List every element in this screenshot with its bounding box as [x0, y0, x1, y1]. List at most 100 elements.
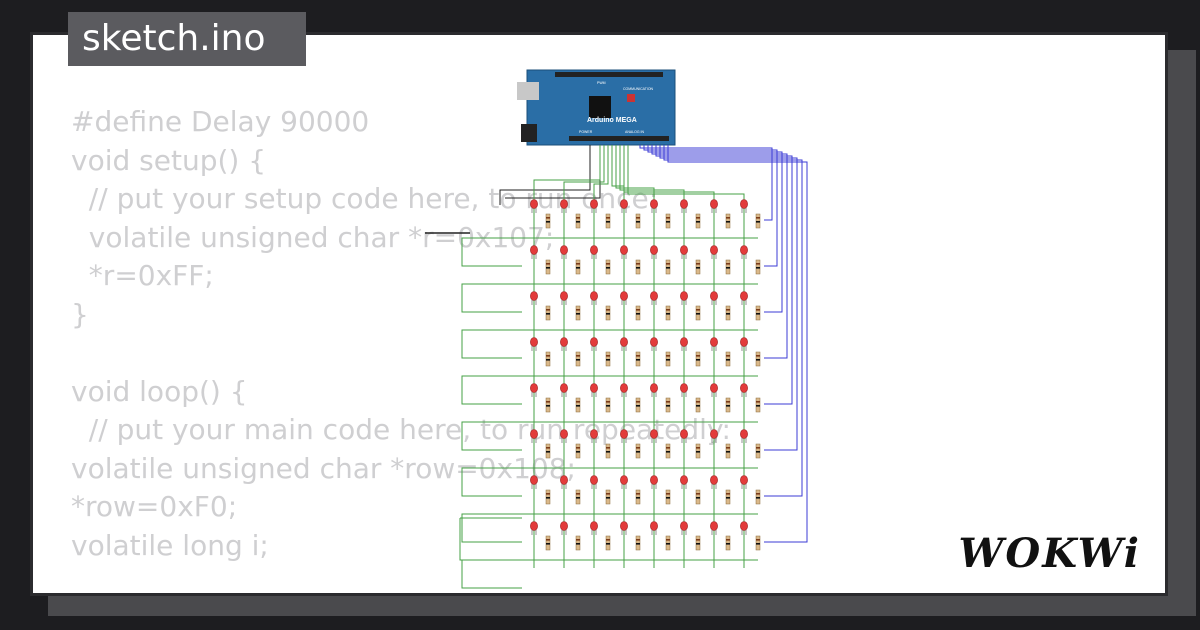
resistor-band: [606, 493, 610, 495]
resistor-band: [576, 451, 580, 453]
resistor-band: [636, 359, 640, 361]
wire-black: [499, 145, 591, 205]
resistor-band: [666, 355, 670, 357]
resistor-band: [666, 309, 670, 311]
col-wire: [627, 145, 745, 568]
resistor-band: [696, 543, 700, 545]
resistor-band: [666, 451, 670, 453]
resistor-band: [756, 217, 760, 219]
reset-button: [627, 94, 635, 102]
resistor-band: [756, 313, 760, 315]
resistor-band: [696, 217, 700, 219]
resistor-band: [666, 221, 670, 223]
resistor-band: [546, 543, 550, 545]
usb-connector: [517, 82, 539, 100]
resistor-band: [756, 543, 760, 545]
resistor-band: [576, 221, 580, 223]
led: [650, 383, 658, 393]
resistor-band: [666, 267, 670, 269]
resistor-band: [696, 309, 700, 311]
resistor-band: [576, 539, 580, 541]
led: [740, 383, 748, 393]
led: [710, 199, 718, 209]
led: [590, 245, 598, 255]
row-wire: [461, 467, 522, 497]
resistor-band: [636, 543, 640, 545]
resistor-band: [576, 313, 580, 315]
resistor-band: [546, 355, 550, 357]
code-line: void setup() {: [71, 143, 267, 177]
resistor-band: [546, 401, 550, 403]
resistor-band: [726, 309, 730, 311]
led: [740, 475, 748, 485]
led: [650, 291, 658, 301]
resistor-band: [726, 497, 730, 499]
row-wire: [461, 283, 522, 313]
resistor-band: [576, 493, 580, 495]
resistor-band: [636, 401, 640, 403]
resistor-band: [696, 401, 700, 403]
code-line: #define Delay 90000: [71, 105, 370, 138]
resistor-band: [546, 497, 550, 499]
led: [560, 521, 568, 531]
col-wire: [533, 145, 601, 568]
resistor-band: [726, 313, 730, 315]
resistor-band: [606, 497, 610, 499]
resistor-band: [636, 539, 640, 541]
resistor-band: [546, 313, 550, 315]
resistor-band: [696, 405, 700, 407]
resistor-band: [726, 263, 730, 265]
resistor-band: [756, 451, 760, 453]
led: [530, 199, 538, 209]
resistor-band: [546, 451, 550, 453]
led: [590, 199, 598, 209]
resistor-band: [606, 539, 610, 541]
led: [740, 521, 748, 531]
led: [560, 199, 568, 209]
resistor-band: [546, 359, 550, 361]
resistor-band: [726, 267, 730, 269]
led: [710, 521, 718, 531]
resistor-band: [696, 497, 700, 499]
led: [560, 429, 568, 439]
resistor-band: [756, 263, 760, 265]
led: [560, 291, 568, 301]
resistor-band: [666, 447, 670, 449]
file-tab[interactable]: sketch.ino: [68, 12, 306, 66]
resistor-band: [666, 401, 670, 403]
row-wire: [461, 421, 522, 451]
led: [680, 199, 688, 209]
led: [530, 429, 538, 439]
blue-wire: [651, 145, 788, 359]
resistor-band: [606, 313, 610, 315]
board-label: PWM: [597, 81, 606, 85]
col-wire: [611, 145, 625, 568]
led: [620, 245, 628, 255]
led: [560, 245, 568, 255]
resistor-band: [636, 497, 640, 499]
resistor-band: [696, 313, 700, 315]
led: [530, 521, 538, 531]
led: [650, 475, 658, 485]
blue-wire: [643, 145, 778, 267]
led: [590, 291, 598, 301]
led: [710, 475, 718, 485]
resistor-band: [666, 313, 670, 315]
resistor-band: [756, 359, 760, 361]
resistor-band: [606, 543, 610, 545]
led: [560, 383, 568, 393]
led: [680, 383, 688, 393]
resistor-band: [576, 497, 580, 499]
resistor-band: [636, 451, 640, 453]
resistor-band: [546, 405, 550, 407]
resistor-band: [546, 309, 550, 311]
header-bottom: [569, 136, 669, 141]
code-line: }: [71, 297, 89, 331]
led: [530, 383, 538, 393]
resistor-band: [636, 217, 640, 219]
code-line: // put your main code here, to run repea…: [71, 413, 731, 446]
led: [590, 475, 598, 485]
led: [680, 429, 688, 439]
resistor-band: [756, 221, 760, 223]
